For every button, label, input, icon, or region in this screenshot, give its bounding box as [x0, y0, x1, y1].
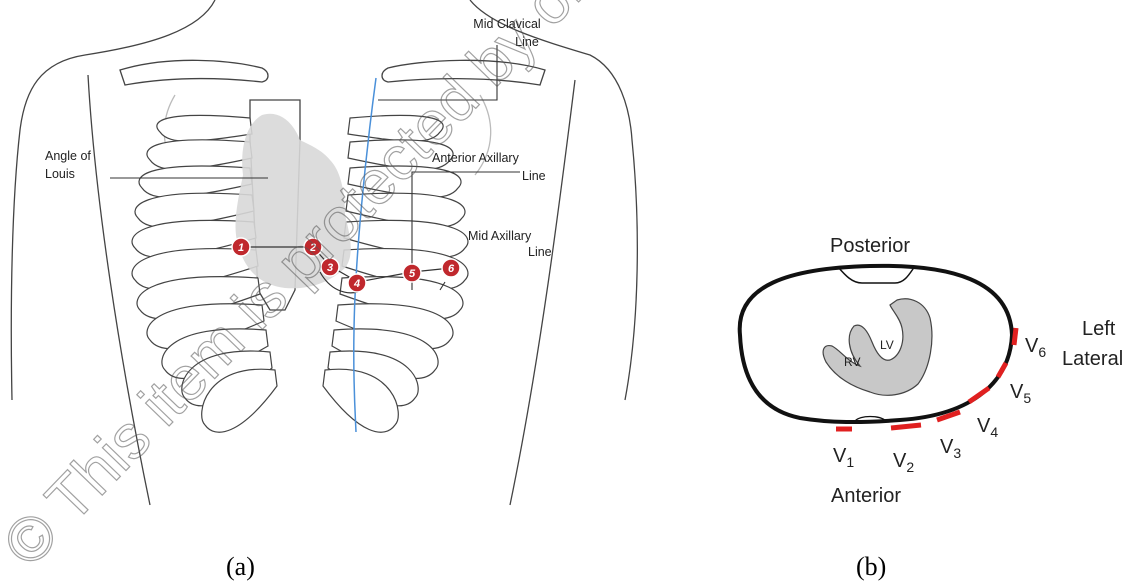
lead-v4-mark	[969, 388, 989, 402]
lv-label: LV	[880, 338, 894, 352]
electrode-4-label: 4	[353, 278, 360, 290]
anterior-label: Anterior	[831, 485, 901, 507]
electrode-1-label: 1	[238, 242, 244, 254]
rv-label: RV	[844, 355, 860, 369]
rib-left	[157, 115, 252, 141]
rib-left	[147, 140, 252, 170]
caption-a: (a)	[226, 552, 255, 581]
heart-cross-section	[823, 299, 932, 395]
anterior-axillary-label-line2: Line	[522, 169, 546, 183]
lead-v2-mark	[891, 425, 921, 428]
angle-of-louis-label: Angle of	[45, 149, 91, 163]
caption-b: (b)	[856, 552, 886, 581]
lead-v4-label: V4	[977, 415, 998, 440]
posterior-label: Posterior	[830, 235, 910, 257]
lead-v1-label: V1	[833, 445, 854, 470]
lead-v3-label: V3	[940, 436, 961, 461]
left-lateral-label-line2: Lateral	[1062, 348, 1123, 370]
angle-of-louis-label-line2: Louis	[45, 167, 75, 181]
lead-v6-mark	[1014, 328, 1016, 345]
mid-axillary-label-line2: Line	[528, 245, 552, 259]
cross-section-diagram: RV LV Posterior Anterior Left Lateral V1…	[740, 235, 1123, 507]
rib-left	[139, 166, 252, 197]
lead-v2-label: V2	[893, 450, 914, 475]
left-lateral-label: Left	[1082, 318, 1116, 340]
lead-v6-label: V6	[1025, 335, 1046, 360]
electrode-5-label: 5	[409, 268, 416, 280]
mid-axillary-label: Mid Axillary	[468, 229, 532, 243]
lead-v5-mark	[998, 363, 1006, 377]
electrode-6-label: 6	[448, 263, 455, 275]
lead-v5-label: V5	[1010, 381, 1031, 406]
